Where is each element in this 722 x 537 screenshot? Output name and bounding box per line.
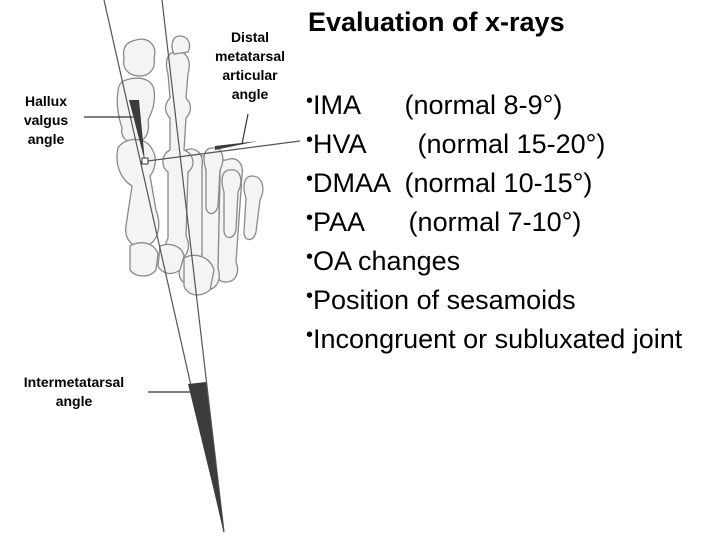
bullet-mark: • [306, 129, 314, 151]
medial-cuneiform [129, 242, 159, 277]
bullet-item-ima: •IMA (normal 8-9°) [306, 82, 682, 121]
bullet-text: PAA (normal 7-10°) [313, 207, 582, 237]
bullet-mark: • [306, 285, 314, 307]
fourth-toe-phalanx [221, 169, 242, 239]
second-toe-tip [171, 35, 191, 55]
bullet-item-sesamoids: •Position of sesamoids [306, 277, 682, 316]
bullet-item-paa: •PAA (normal 7-10°) [306, 199, 682, 238]
distal-metatarsal-articular-angle-label: Distal metatarsal articular angle [214, 29, 286, 102]
first-metatarsal [116, 138, 160, 248]
angle-wedges [129, 100, 258, 532]
bullet-item-oa-changes: •OA changes [306, 238, 682, 277]
bullet-mark: • [306, 324, 314, 346]
fifth-toe-phalanx [243, 175, 264, 241]
intermetatarsal-angle-wedge [188, 382, 224, 532]
distal-metatarsal-articular-angle-wedge [215, 141, 258, 150]
bullet-item-dmaa: •DMAA (normal 10-15°) [306, 160, 682, 199]
hallux-valgus-angle-label: Hallux valgus angle [23, 93, 69, 147]
foot-bones [116, 35, 264, 296]
bullet-mark: • [306, 90, 314, 112]
bullet-text: OA changes [313, 246, 461, 276]
bullet-mark: • [306, 207, 314, 229]
third-toe-phalanx [203, 147, 224, 215]
evaluation-bullet-list: •IMA (normal 8-9°) •HVA (normal 15-20°) … [306, 82, 682, 355]
slide-title: Evaluation of x-rays [308, 7, 565, 37]
bullet-text: Position of sesamoids [313, 285, 576, 315]
bullet-mark: • [306, 246, 314, 268]
hallux-distal-phalanx [122, 38, 156, 77]
bullet-mark: • [306, 168, 314, 190]
intermetatarsal-angle-label: Intermetatarsal angle [23, 374, 125, 409]
bullet-text: Incongruent or subluxated joint [313, 324, 683, 354]
cuboid [183, 254, 215, 296]
second-metatarsal-axis-line [161, 0, 225, 533]
hallux-valgus-angle-wedge [129, 100, 145, 162]
bullet-text: IMA (normal 8-9°) [313, 90, 563, 120]
joint-marker [141, 157, 149, 165]
bullet-item-hva: •HVA (normal 15-20°) [306, 121, 682, 160]
bullet-text: HVA (normal 15-20°) [313, 129, 606, 159]
bullet-text: DMAA (normal 10-15°) [313, 168, 593, 198]
distal-label-leader [241, 113, 249, 145]
bullet-item-joint: •Incongruent or subluxated joint [306, 316, 682, 355]
articular-reference-line [139, 140, 301, 163]
leader-lines [84, 113, 249, 393]
